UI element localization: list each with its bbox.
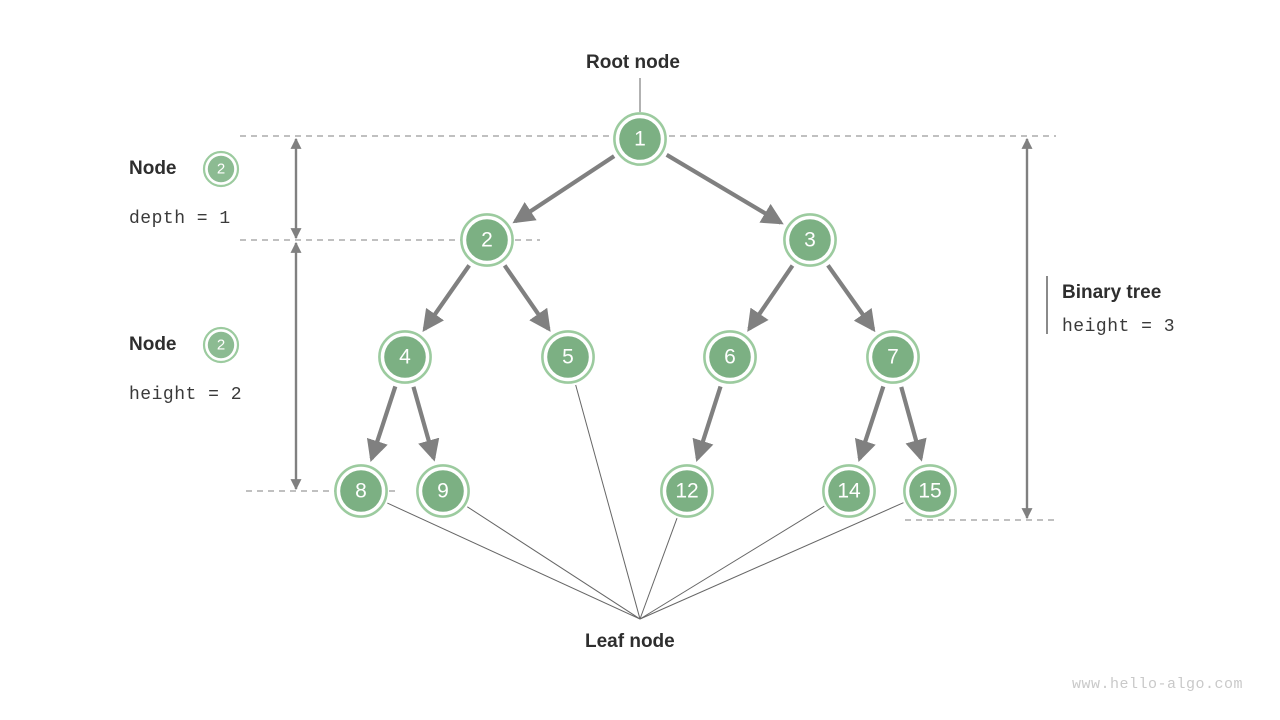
node-value: 8 <box>355 480 367 503</box>
node-value: 3 <box>804 229 816 252</box>
node-disc <box>666 470 708 512</box>
node-value: 4 <box>399 346 411 369</box>
tree-edges <box>366 153 927 463</box>
leaf-pointer-line-n9 <box>467 506 641 620</box>
tree-node-14[interactable]: 14 <box>822 464 876 518</box>
node-value: 12 <box>675 480 698 503</box>
tree-edge-n6-n12 <box>692 385 723 462</box>
tree-node-7[interactable]: 7 <box>866 330 920 384</box>
node-disc <box>828 470 870 512</box>
tree-edge-n3-n7 <box>826 264 876 333</box>
node-disc <box>909 470 951 512</box>
tree-node-2[interactable]: 2 <box>460 213 514 267</box>
tree-height-annotation-title: Binary tree <box>1062 282 1162 303</box>
tree-node-15[interactable]: 15 <box>903 464 957 518</box>
node-value: 15 <box>918 480 941 503</box>
node-disc <box>547 336 589 378</box>
watermark: www.hello-algo.com <box>1072 676 1244 693</box>
depth-annotation-detail: depth = 1 <box>129 209 231 229</box>
dashed-guide-lines <box>240 135 1056 521</box>
tree-edge-n2-n5 <box>502 264 551 332</box>
node-disc <box>466 219 508 261</box>
badge-value: 2 <box>217 161 225 178</box>
height-annotation-badge: 2 <box>202 326 240 364</box>
tree-height-annotation-detail: height = 3 <box>1062 317 1176 337</box>
tree-edge-n1-n3 <box>665 153 784 225</box>
node-value: 2 <box>481 229 493 252</box>
root-node-label: Root node <box>586 52 680 73</box>
node-disc <box>384 336 426 378</box>
leaf-pointer-line-n15 <box>639 502 904 620</box>
badge-value: 2 <box>217 337 225 354</box>
leaf-pointer-line-n12 <box>639 518 678 620</box>
leaf-pointer-lines <box>387 384 904 620</box>
tree-node-8[interactable]: 8 <box>334 464 388 518</box>
measurement-arrows <box>290 137 1048 520</box>
node-disc <box>340 470 382 512</box>
tree-edge-n3-n6 <box>747 264 795 332</box>
leaf-pointer-line-n14 <box>639 505 825 620</box>
leaf-pointer-line-n8 <box>387 502 641 620</box>
depth-annotation-badge: 2 <box>202 150 240 188</box>
tree-node-6[interactable]: 6 <box>703 330 757 384</box>
node-disc <box>789 219 831 261</box>
height-annotation-title: Node <box>129 334 177 355</box>
leaf-pointer-line-n5 <box>575 384 641 620</box>
tree-node-1[interactable]: 1 <box>613 112 667 166</box>
depth-annotation-title: Node <box>129 158 177 179</box>
tree-edge-n4-n8 <box>366 385 398 463</box>
node-disc <box>872 336 914 378</box>
tree-node-12[interactable]: 12 <box>660 464 714 518</box>
node-value: 5 <box>562 346 574 369</box>
tree-edge-n7-n15 <box>899 386 927 462</box>
tree-edge-n4-n9 <box>411 386 440 462</box>
tree-edge-n7-n14 <box>854 385 886 463</box>
node-value: 1 <box>634 128 646 151</box>
tree-node-3[interactable]: 3 <box>783 213 837 267</box>
node-value: 14 <box>837 480 861 503</box>
node-value: 6 <box>724 346 736 369</box>
node-value: 9 <box>437 480 449 503</box>
node-disc <box>619 118 661 160</box>
tree-node-4[interactable]: 4 <box>378 330 432 384</box>
tree-node-9[interactable]: 9 <box>416 464 470 518</box>
tree-node-5[interactable]: 5 <box>541 330 595 384</box>
node-value: 7 <box>887 346 899 369</box>
tree-edge-n1-n2 <box>512 154 616 224</box>
node-disc <box>422 470 464 512</box>
height-annotation-detail: height = 2 <box>129 385 243 405</box>
node-disc <box>709 336 751 378</box>
tree-edge-n2-n4 <box>422 264 471 333</box>
leaf-node-label: Leaf node <box>585 631 675 652</box>
